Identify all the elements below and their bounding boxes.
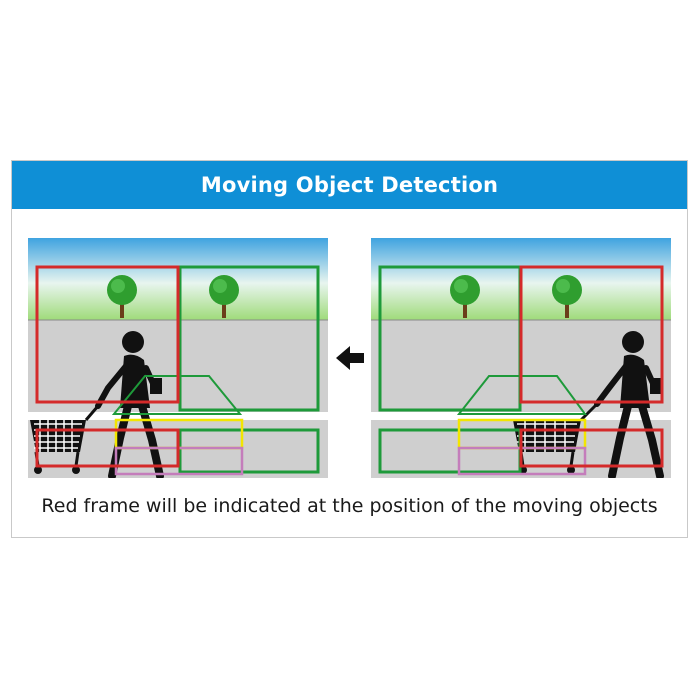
tree-icon	[107, 275, 137, 318]
road-divider	[28, 412, 328, 420]
frame-moving-upper	[519, 265, 664, 404]
frame-static-lower	[178, 428, 320, 474]
zone-trapezoid-green	[456, 375, 587, 415]
frame-static-upper	[178, 265, 320, 412]
road-divider	[371, 412, 671, 420]
tree-icon	[552, 275, 582, 318]
tree-icon	[450, 275, 480, 318]
frame-moving-lower	[35, 428, 180, 468]
caption: Red frame will be indicated at the posit…	[41, 495, 658, 517]
scene-after	[371, 238, 671, 478]
pedestrian-icon	[594, 331, 664, 478]
frame-moving-upper	[35, 265, 180, 404]
tree-icon	[209, 275, 239, 318]
pedestrian-icon	[95, 331, 164, 478]
banner-title: Moving Object Detection	[12, 161, 687, 209]
frame-moving-lower	[519, 428, 664, 468]
scene-before	[28, 238, 328, 478]
arrow-left-icon	[334, 342, 366, 374]
